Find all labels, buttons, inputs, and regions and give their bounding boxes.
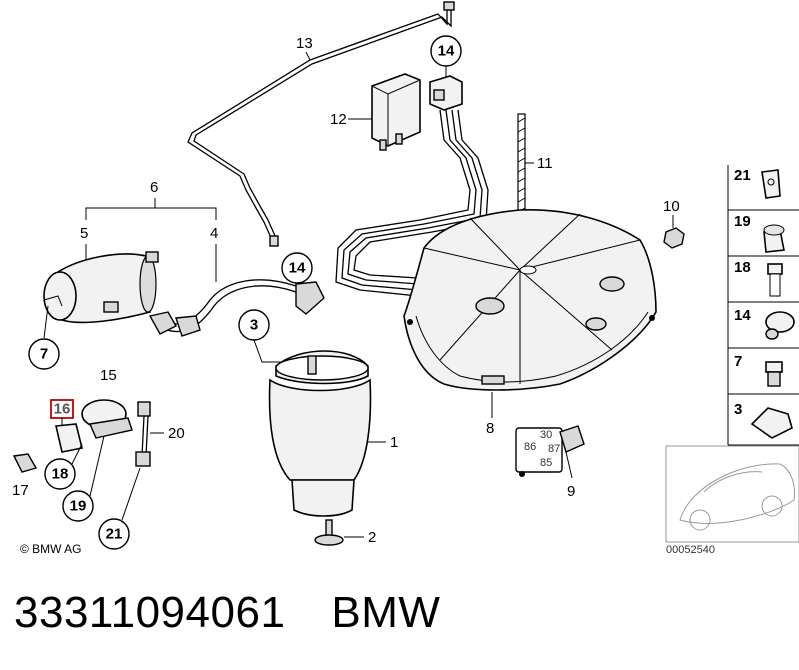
label-17: 17 (12, 482, 29, 499)
callout-14-mid: 14 (281, 252, 313, 284)
label-9: 9 (567, 483, 575, 500)
label-12: 12 (330, 111, 347, 128)
label-15: 15 (100, 367, 117, 384)
leader-13 (305, 51, 311, 61)
callout-18: 18 (44, 443, 83, 490)
leader-9 (565, 451, 573, 479)
cover-8 (403, 209, 657, 391)
svg-text:87: 87 (548, 443, 560, 455)
legend-label-3: 3 (734, 401, 742, 418)
car-thumbnail (665, 445, 799, 543)
label-1: 1 (390, 434, 398, 451)
legend-label-21: 21 (734, 167, 751, 184)
label-18: 18 (52, 466, 69, 483)
svg-text:86: 86 (524, 441, 536, 453)
fitting-icon (765, 311, 795, 333)
hose-4 (148, 244, 325, 337)
air-line-13 (187, 1, 455, 247)
parts-diagram: 13 14 12 11 (12, 1, 799, 556)
label-8: 8 (486, 420, 494, 437)
copyright: © BMW AG (20, 542, 82, 556)
bolt-icon (767, 263, 783, 275)
clip-17 (12, 453, 38, 473)
label-14-top: 14 (438, 43, 455, 60)
caption: 33311094061 BMW (14, 588, 486, 638)
label-20: 20 (168, 425, 185, 442)
callout-16: 16 (50, 399, 74, 426)
relay-12 (371, 73, 421, 151)
label-4: 4 (210, 225, 218, 242)
legend-label-7: 7 (734, 353, 742, 370)
svg-text:85: 85 (540, 457, 552, 469)
fastener-legend: 21 19 18 14 7 3 (727, 165, 799, 446)
diagram-code: 00052540 (666, 544, 715, 556)
label-21: 21 (106, 526, 123, 543)
label-6: 6 (150, 179, 158, 196)
label-11: 11 (537, 155, 553, 172)
reservoir-5 (43, 251, 159, 324)
connector-9: 30 86 87 85 (515, 425, 585, 477)
valve-14 (335, 75, 489, 297)
svg-text:30: 30 (540, 429, 552, 441)
clamp-icon (750, 407, 793, 439)
label-2: 2 (368, 529, 376, 546)
label-5: 5 (80, 225, 88, 242)
bracket-6 (85, 198, 217, 220)
label-3: 3 (250, 317, 258, 334)
level-sensor-16 (55, 399, 151, 467)
legend-label-19: 19 (734, 213, 751, 230)
label-16: 16 (54, 401, 71, 418)
air-spring-1 (268, 350, 372, 546)
screw-icon (765, 361, 783, 373)
callout-14-top: 14 (430, 35, 462, 78)
label-10: 10 (663, 198, 680, 215)
nut-10 (663, 227, 685, 249)
legend-label-14: 14 (734, 307, 751, 324)
part-number: 33311094061 (14, 588, 286, 637)
brand: BMW (331, 588, 441, 637)
label-13: 13 (296, 35, 313, 52)
callout-19: 19 (62, 435, 105, 522)
label-7: 7 (40, 346, 48, 363)
label-14-mid: 14 (289, 260, 306, 277)
legend-label-18: 18 (734, 259, 751, 276)
label-19: 19 (70, 498, 87, 515)
callout-21: 21 (98, 467, 141, 550)
callout-7: 7 (28, 305, 60, 370)
